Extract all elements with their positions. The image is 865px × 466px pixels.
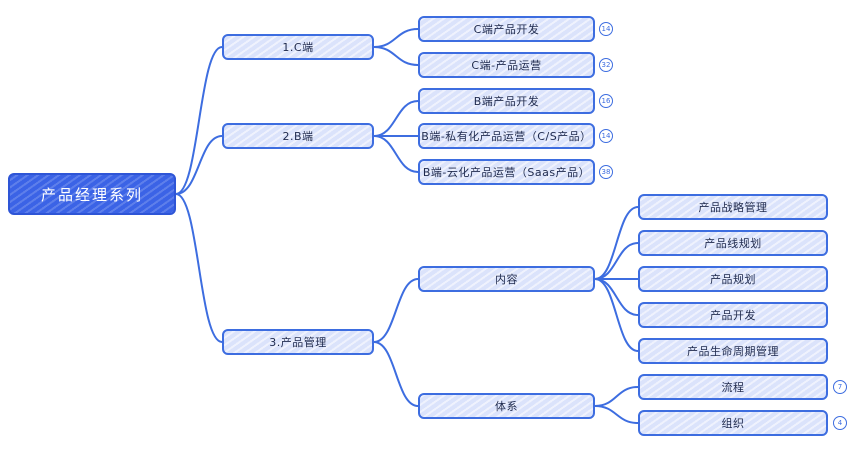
leaf-label: 产品规划 — [710, 273, 756, 286]
leaf-node[interactable]: 产品战略管理 — [638, 194, 828, 220]
connector-line — [373, 100, 419, 137]
connector-line — [373, 341, 419, 407]
count-badge: 14 — [599, 22, 613, 36]
sub-node-system[interactable]: 体系 — [418, 393, 595, 419]
connector-line — [373, 46, 419, 66]
count-badge: 4 — [833, 416, 847, 430]
leaf-label: 组织 — [721, 417, 745, 430]
count-badge: 7 — [833, 380, 847, 394]
root-label: 产品经理系列 — [40, 185, 143, 204]
root-node[interactable]: 产品经理系列 — [8, 173, 176, 215]
leaf-label: 流程 — [721, 381, 745, 394]
sub-label: 内容 — [495, 273, 518, 286]
leaf-node[interactable]: C端-产品运营 — [418, 52, 595, 78]
count-badge: 14 — [599, 129, 613, 143]
leaf-label: 产品生命周期管理 — [687, 345, 779, 358]
leaf-node[interactable]: C端产品开发 — [418, 16, 595, 42]
leaf-label: 产品战略管理 — [698, 201, 768, 214]
connector-line — [594, 405, 639, 424]
sub-node-content[interactable]: 内容 — [418, 266, 595, 292]
count-badge: 38 — [599, 165, 613, 179]
leaf-node[interactable]: 流程 — [638, 374, 828, 400]
connector-line — [175, 135, 223, 195]
branch-node-pm[interactable]: 3.产品管理 — [222, 329, 374, 355]
branch-node-b[interactable]: 2.B端 — [222, 123, 374, 149]
branch-label: 2.B端 — [282, 130, 314, 143]
connector-line — [373, 278, 419, 343]
connector-line — [373, 28, 419, 48]
leaf-label: B端-私有化产品运营（C/S产品） — [421, 130, 592, 143]
branch-label: 1.C端 — [282, 41, 314, 54]
connector-line — [594, 206, 639, 280]
connector-line — [594, 278, 639, 352]
connector-line — [175, 46, 223, 195]
leaf-label: C端产品开发 — [473, 23, 540, 36]
leaf-node[interactable]: 产品开发 — [638, 302, 828, 328]
sub-label: 体系 — [495, 400, 518, 413]
connector-line — [175, 193, 223, 343]
leaf-label: 产品线规划 — [704, 237, 762, 250]
leaf-label: 产品开发 — [710, 309, 756, 322]
leaf-label: C端-产品运营 — [471, 59, 542, 72]
leaf-node[interactable]: B端-云化产品运营（Saas产品） — [418, 159, 595, 185]
leaf-label: B端产品开发 — [473, 95, 540, 108]
connector-line — [373, 135, 419, 173]
count-badge: 16 — [599, 94, 613, 108]
branch-node-c[interactable]: 1.C端 — [222, 34, 374, 60]
branch-label: 3.产品管理 — [269, 336, 327, 349]
leaf-node[interactable]: 组织 — [638, 410, 828, 436]
leaf-node[interactable]: 产品线规划 — [638, 230, 828, 256]
leaf-node[interactable]: 产品规划 — [638, 266, 828, 292]
leaf-node[interactable]: B端产品开发 — [418, 88, 595, 114]
connector-line — [594, 386, 639, 407]
connector-line — [594, 278, 639, 316]
connector-line — [594, 242, 639, 280]
leaf-node[interactable]: 产品生命周期管理 — [638, 338, 828, 364]
leaf-label: B端-云化产品运营（Saas产品） — [422, 166, 591, 179]
leaf-node[interactable]: B端-私有化产品运营（C/S产品） — [418, 123, 595, 149]
count-badge: 32 — [599, 58, 613, 72]
